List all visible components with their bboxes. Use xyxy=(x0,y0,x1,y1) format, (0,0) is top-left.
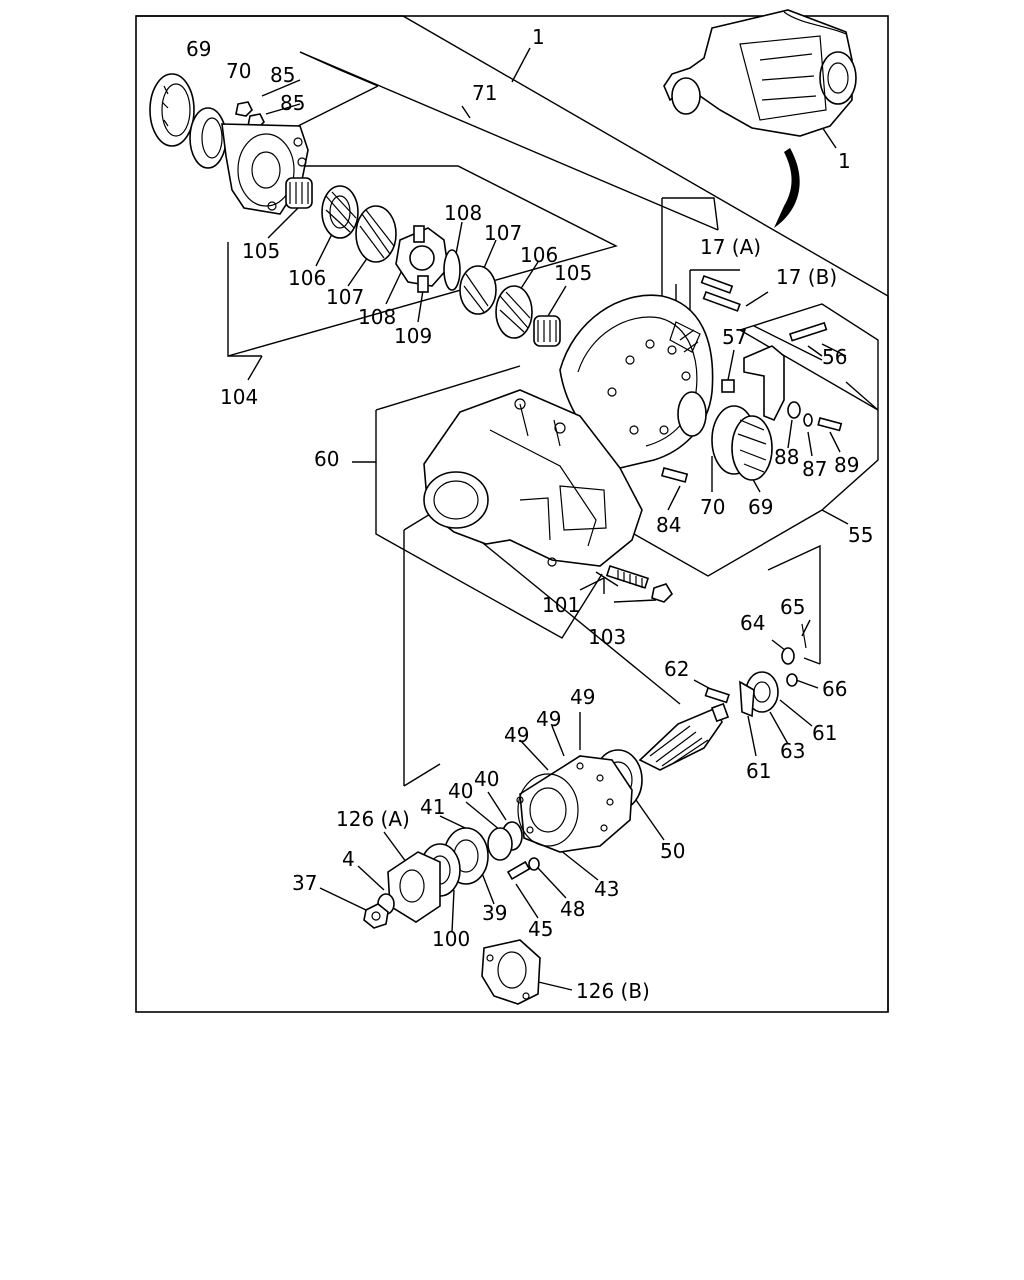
label-48: 48 xyxy=(560,897,585,921)
label-104: 104 xyxy=(220,385,258,409)
label-89: 89 xyxy=(834,453,859,477)
label-55: 55 xyxy=(848,523,873,547)
label-126a: 126 (A) xyxy=(336,807,410,831)
label-69-right: 69 xyxy=(748,495,773,519)
label-65: 65 xyxy=(780,595,805,619)
label-49-b: 49 xyxy=(536,707,561,731)
label-40-b: 40 xyxy=(448,779,473,803)
label-43: 43 xyxy=(594,877,619,901)
label-85-a: 85 xyxy=(270,63,295,87)
label-71: 71 xyxy=(472,81,497,105)
adjuster-lock-group xyxy=(660,321,843,483)
companion-flange xyxy=(363,851,441,929)
label-41: 41 xyxy=(420,795,445,819)
pinion-bearing-group xyxy=(704,623,807,718)
label-106-left: 106 xyxy=(288,266,326,290)
label-1-top: 1 xyxy=(532,25,545,49)
label-56: 56 xyxy=(822,345,847,369)
label-87: 87 xyxy=(802,457,827,481)
ring-gear-group xyxy=(559,294,773,481)
drive-pinion xyxy=(638,702,730,771)
label-4: 4 xyxy=(342,847,355,871)
label-69-top: 69 xyxy=(186,37,211,61)
label-45: 45 xyxy=(528,917,553,941)
label-60: 60 xyxy=(314,447,339,471)
label-63: 63 xyxy=(780,739,805,763)
label-105-top: 105 xyxy=(554,261,592,285)
label-64: 64 xyxy=(740,611,765,635)
differential-case-group xyxy=(149,73,561,347)
label-107-left: 107 xyxy=(326,285,364,309)
label-106-top: 106 xyxy=(520,243,558,267)
label-103: 103 xyxy=(588,625,626,649)
label-61-right: 61 xyxy=(812,721,837,745)
label-37: 37 xyxy=(292,871,317,895)
label-88: 88 xyxy=(774,445,799,469)
pinion-retainer xyxy=(516,749,643,853)
label-100: 100 xyxy=(432,927,470,951)
label-66: 66 xyxy=(822,677,847,701)
label-84: 84 xyxy=(656,513,681,537)
label-107-top: 107 xyxy=(484,221,522,245)
label-49-a: 49 xyxy=(570,685,595,709)
label-85-b: 85 xyxy=(280,91,305,115)
bolts-17 xyxy=(669,274,741,353)
companion-flange-b xyxy=(481,939,541,1005)
label-57: 57 xyxy=(722,325,747,349)
label-108-top: 108 xyxy=(444,201,482,225)
leader-lines xyxy=(136,15,889,1012)
label-70-top: 70 xyxy=(226,59,251,83)
label-17b: 17 (B) xyxy=(776,265,837,289)
label-40-a: 40 xyxy=(474,767,499,791)
label-105-left: 105 xyxy=(242,239,280,263)
label-109: 109 xyxy=(394,324,432,348)
label-101: 101 xyxy=(542,593,580,617)
reference-arrow xyxy=(774,148,800,228)
carrier-housing xyxy=(423,389,643,567)
stud-nut xyxy=(605,564,674,603)
label-1-small: 1 xyxy=(838,149,851,173)
label-70-right: 70 xyxy=(700,495,725,519)
label-49-c: 49 xyxy=(504,723,529,747)
axle-assembly-reference xyxy=(663,9,857,137)
label-39: 39 xyxy=(482,901,507,925)
label-126b: 126 (B) xyxy=(576,979,650,1003)
part-labels: 1 1 69 70 85 85 71 108 107 106 105 105 1… xyxy=(186,25,873,1003)
label-61-left: 61 xyxy=(746,759,771,783)
label-108-left: 108 xyxy=(358,305,396,329)
label-17a: 17 (A) xyxy=(700,235,761,259)
label-62: 62 xyxy=(664,657,689,681)
label-50: 50 xyxy=(660,839,685,863)
